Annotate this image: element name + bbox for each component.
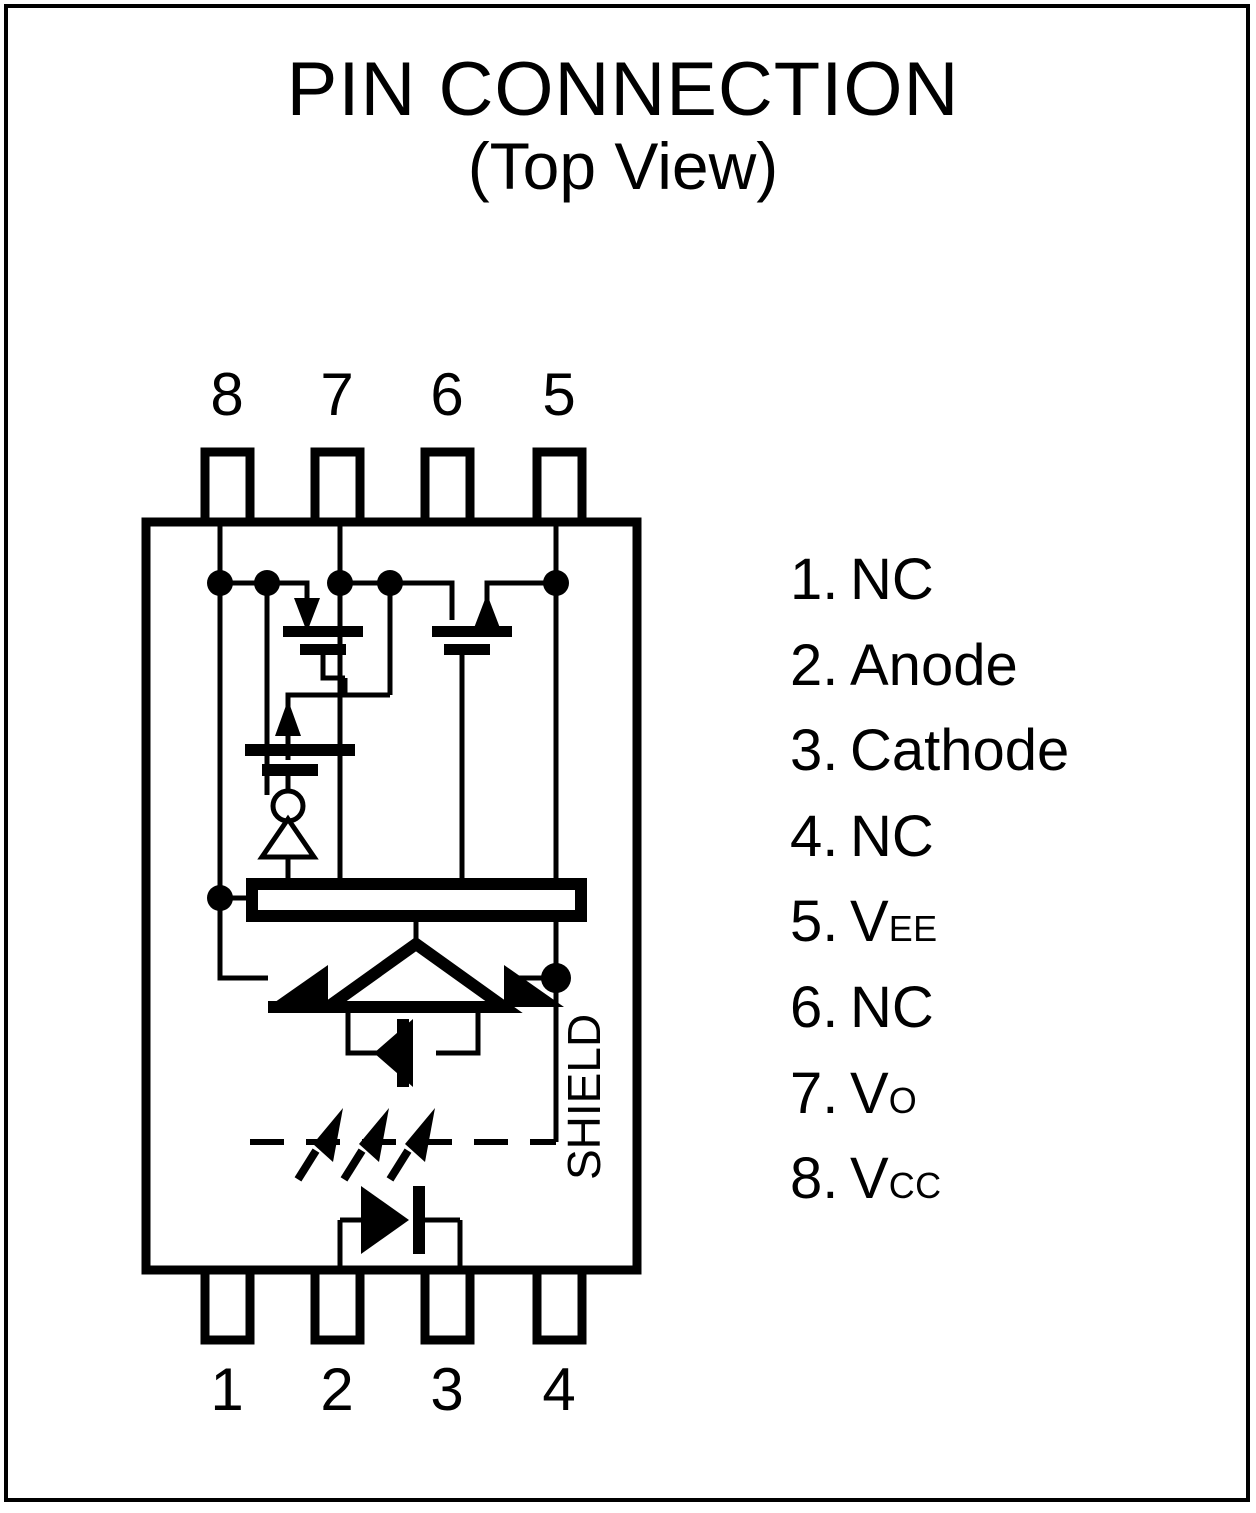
pin-list-name-6: NC (850, 974, 934, 1040)
pin-number-3: 3 (430, 1356, 463, 1423)
pin-list-number-4: 4. (790, 803, 839, 869)
junction-dot (207, 570, 569, 596)
pin-list-item-5: 5.VEE (790, 887, 1210, 957)
pin-list-item-3: 3.Cathode (790, 716, 1210, 786)
pin-list-number-8: 8. (790, 1146, 839, 1212)
pin-list-item-6: 6.NC (790, 973, 1210, 1043)
pin-list-item-7: 7.VO (790, 1059, 1210, 1129)
page-title: PIN CONNECTION (286, 47, 960, 132)
pin-number-8: 8 (210, 361, 243, 428)
pin-list-name-1: NC (850, 547, 934, 612)
input-led (337, 1186, 463, 1270)
pin-function-list: 1.NC 2.Anode 3.Cathode 4.NC 5.VEE 6.NC 7… (790, 545, 1210, 1230)
amp-left-input-wire (217, 898, 268, 981)
shield-label-group: SHIELD (558, 1014, 610, 1180)
pin-tab-4 (532, 1265, 587, 1345)
photodiode (345, 1007, 481, 1087)
mosfet-transistor (245, 700, 355, 792)
pin-list-number-6: 6. (790, 974, 839, 1040)
mosfet-transistor (432, 594, 512, 898)
pin-list-number-5: 5. (790, 889, 839, 955)
figure-border (4, 4, 1250, 1502)
pin-number-7: 7 (320, 361, 353, 428)
mosfet-transistor (283, 586, 363, 898)
amplifier-triangle (309, 936, 523, 1013)
pin-list-item-2: 2.Anode (790, 631, 1210, 701)
pin-number-6: 6 (430, 361, 463, 428)
pin-tab-5 (532, 447, 587, 527)
pin-list-item-1: 1.NC (790, 545, 1210, 615)
pin-tab-7 (310, 447, 365, 527)
pin-list-sub-5: EE (888, 908, 938, 950)
pin-list-number-1: 1. (790, 547, 839, 612)
amplifier-left-wing (268, 965, 328, 1007)
pin-list-item-4: 4.NC (790, 802, 1210, 872)
pin-tab-1 (200, 1265, 255, 1345)
pin-list-name-3: Cathode (850, 718, 1070, 784)
pin-number-1: 1 (210, 1356, 243, 1423)
pin-tab-2 (310, 1265, 365, 1345)
pin-number-2: 2 (320, 1356, 353, 1423)
pin-list-number-7: 7. (790, 1060, 839, 1126)
pin-list-number-2: 2. (790, 632, 839, 698)
photodetector-bar (246, 878, 587, 922)
pin-list-name-8: V (850, 1146, 889, 1212)
pin-tab-6 (420, 447, 475, 527)
pin-list-name-2: Anode (850, 632, 1018, 698)
shield-label: SHIELD (558, 1014, 610, 1180)
pin-list-number-3: 3. (790, 718, 839, 784)
pin-number-labels: 8 7 6 5 1 2 3 4 (210, 361, 575, 1423)
inverter-gate (257, 788, 319, 898)
pin-list-sub-7: O (888, 1079, 918, 1121)
figure-title-block: PIN CONNECTION (Top View) (0, 52, 1246, 206)
pin-list-name-5: V (850, 889, 889, 955)
package-outline (141, 517, 642, 1275)
pin-list-item-8: 8.VCC (790, 1144, 1210, 1214)
page-subtitle: (Top View) (467, 129, 779, 203)
pin-list-name-4: NC (850, 803, 934, 869)
pin-list-sub-8: CC (888, 1165, 942, 1207)
pin-number-5: 5 (542, 361, 575, 428)
light-arrow (294, 1108, 435, 1182)
pin-list-name-7: V (850, 1060, 889, 1126)
pin-number-4: 4 (542, 1356, 575, 1423)
pin-tab-3 (420, 1265, 475, 1345)
pin-tab-8 (200, 447, 255, 527)
